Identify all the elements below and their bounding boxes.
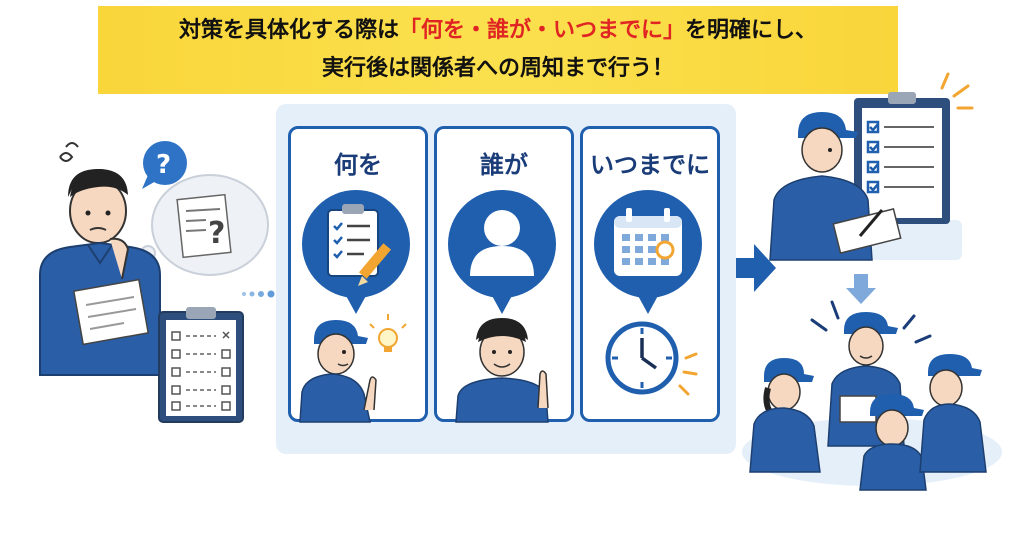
banner-highlight: 「何を・誰が・いつまでに」 (398, 18, 685, 43)
confused-worker-illustration: ? ? (39, 141, 269, 376)
banner-text-pre: 対策を具体化する際は (178, 18, 399, 43)
flow-arrow-down (846, 274, 876, 304)
clipboard-checklist-icon (302, 190, 410, 314)
unclear-document-icon: ? (176, 193, 232, 259)
worker-pointing-up (455, 318, 549, 423)
card-title-by-when: いつまでに (590, 151, 710, 179)
banner-text-post: を明確にし、 (685, 18, 818, 43)
paper-in-hand (72, 278, 150, 346)
title-banner: 対策を具体化する際は「何を・誰が・いつまでに」を明確にし、 実行後は関係者への周… (98, 6, 898, 94)
clock-icon (605, 321, 698, 396)
svg-text:?: ? (208, 216, 225, 251)
large-checklist-clipboard-icon (854, 92, 950, 224)
lightbulb-icon (369, 314, 407, 352)
card-title-who: 誰が (480, 151, 528, 179)
question-bubble-icon: ? (142, 141, 187, 189)
svg-text:?: ? (156, 150, 171, 180)
empty-checklist-clipboard-icon (158, 307, 244, 423)
worker-pointing-lightbulb (299, 314, 407, 423)
confusion-mark-icon (59, 142, 79, 162)
banner-line-2: 実行後は関係者への周知まで行う！ (321, 56, 674, 81)
pencil-icon (358, 243, 392, 286)
banner-line-1: 対策を具体化する際は「何を・誰が・いつまでに」を明確にし、 (179, 12, 817, 50)
card-title-what: 何を (334, 151, 382, 179)
person-icon (448, 190, 556, 314)
flow-arrow-right (736, 244, 776, 292)
calendar-icon (594, 190, 702, 314)
worker-writing-checklist (769, 72, 974, 261)
team-briefing-illustration (742, 300, 1002, 491)
